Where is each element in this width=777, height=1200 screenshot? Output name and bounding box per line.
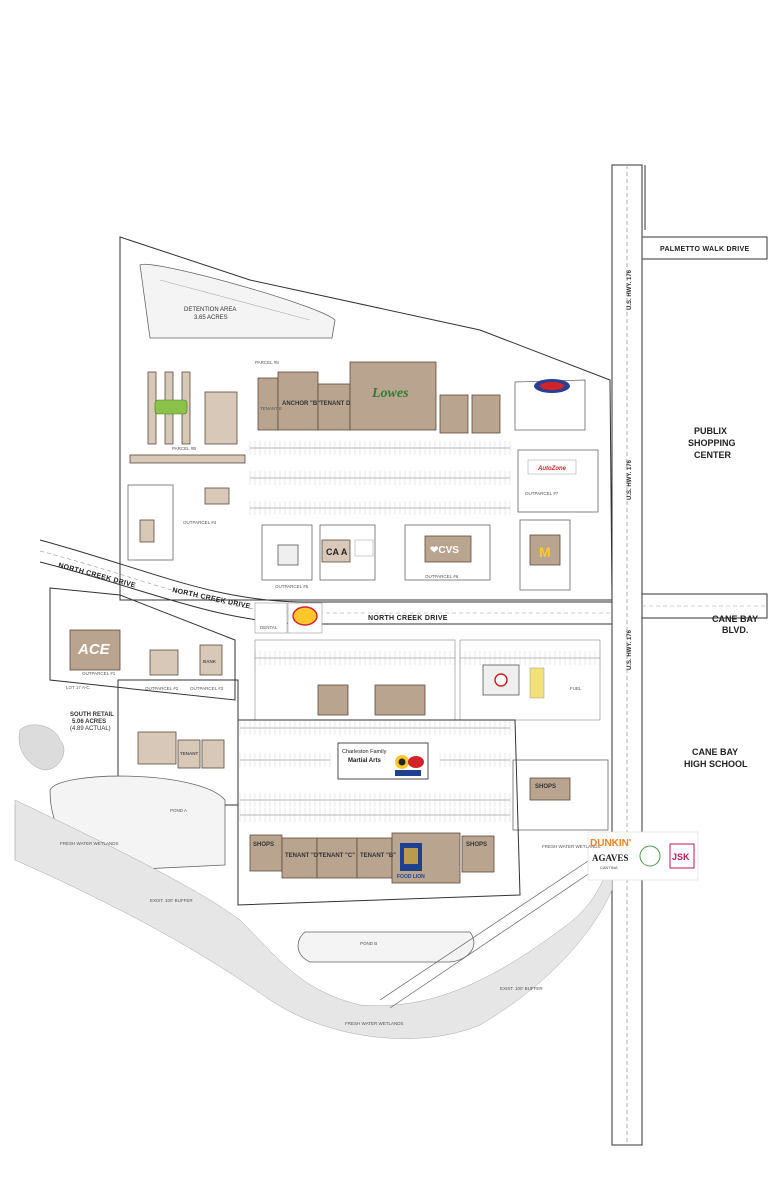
ace-parcel — [49, 587, 236, 701]
cane-bay-blvd-label-2: BLVD. — [722, 625, 748, 635]
main-shopping-strip — [249, 832, 495, 884]
outparcel-4-label: OUTPARCEL #4 — [183, 520, 217, 525]
wetland-blob — [18, 724, 65, 771]
shops-label-3: SHOPS — [535, 784, 556, 790]
ca-a-label: CA A — [326, 547, 348, 557]
cane-bay-hs-label-1: CANE BAY — [692, 747, 738, 757]
shops-label-1: SHOPS — [253, 842, 274, 848]
south-retail-label-3: (4.89 ACTUAL) — [70, 726, 111, 732]
publix-label-3: CENTER — [694, 450, 732, 460]
tenant-b-label: TENANT "B" — [360, 853, 396, 859]
jsk-logo: JSK — [672, 852, 690, 862]
charleston-sign — [337, 742, 429, 780]
palmetto-walk-drive — [641, 236, 768, 260]
publix-label-1: PUBLIX — [694, 426, 727, 436]
anchor-b-building — [257, 371, 351, 431]
tenant-c-label: TENANT "C" — [319, 853, 355, 859]
dental-sign — [254, 602, 323, 634]
charleston-label-1: Charleston Family — [342, 749, 387, 755]
parcel-8-label: PARCEL #8 — [255, 360, 279, 365]
anchor-b-label: ANCHOR "B" — [282, 401, 320, 407]
agaves-logo: AGAVES — [592, 853, 628, 863]
shops-label-2: SHOPS — [466, 842, 487, 848]
outparcel-3-label: OUTPARCEL #3 — [190, 686, 224, 691]
detention-label-1: DETENTION AREA — [184, 307, 236, 313]
hwy-176-label-top: U.S. HWY. 176 — [627, 269, 633, 310]
buffer-lines — [379, 844, 613, 1009]
tenant-d-top-label: TENANT D — [320, 401, 351, 407]
food-lion-label: FOOD LION — [397, 874, 425, 880]
hwy-176-label-mid: U.S. HWY. 176 — [627, 459, 633, 500]
mcdonalds-logo: M — [539, 544, 551, 560]
bank-label: BANK — [203, 659, 217, 664]
cane-bay-hs-label-2: HIGH SCHOOL — [684, 759, 748, 769]
outparcel-6-label: OUTPARCEL #6 — [425, 574, 459, 579]
autozone-logo: AutoZone — [537, 466, 567, 472]
us-hwy-176 — [611, 164, 646, 1146]
north-parking — [239, 441, 601, 822]
tenant-d-label: TENANT "D" — [285, 853, 321, 859]
dunkin-logo: DUNKIN' — [590, 838, 631, 849]
agaves-sub: CANTINA — [600, 865, 618, 870]
north-property-boundary — [119, 236, 613, 601]
south-retail-label-1: SOUTH RETAIL — [70, 712, 114, 718]
cvs-logo: ❤CVS — [430, 545, 459, 556]
outparcel-2-label: OUTPARCEL #2 — [145, 686, 179, 691]
cane-bay-blvd — [641, 593, 768, 619]
lowes-building — [349, 361, 501, 434]
outparcel-row — [261, 519, 571, 591]
lot-17-label: LOT 17 A-C — [66, 685, 90, 690]
hwy-176-label-low: U.S. HWY. 176 — [627, 629, 633, 670]
publix-label-2: SHOPPING — [688, 438, 736, 448]
detention-area — [139, 263, 336, 339]
ace-logo: ACE — [77, 641, 111, 658]
tenant-a-label: TENANT — [180, 751, 198, 756]
tenant-logo-panel — [587, 831, 699, 881]
lowes-logo: Lowes — [371, 386, 409, 401]
south-perimeter — [237, 719, 521, 906]
fresh-water-label-2: FRESH WATER WETLANDS — [542, 844, 601, 849]
parcel-b-label: PARCEL #B — [172, 446, 196, 451]
dental-label: DENTAL — [260, 625, 278, 630]
pond-a-label: POND A — [170, 808, 187, 813]
green-logo-badge — [154, 399, 188, 415]
autozone-outparcel — [517, 449, 599, 513]
pond-b-label: POND B — [360, 941, 377, 946]
pond-b — [297, 931, 475, 963]
detention-label-2: 3.65 ACRES — [194, 315, 228, 321]
fuel-label: FUEL — [570, 686, 582, 691]
outparcel-5-label: OUTPARCEL #5 — [275, 584, 309, 589]
tenant-e-label: TENANT E — [260, 406, 282, 411]
outparcel-top-right — [514, 379, 586, 431]
buffer-label-2: EXIST. 100' BUFFER — [500, 986, 543, 991]
south-retail-label-2: 5.06 ACRES — [72, 719, 106, 725]
middle-row-buildings — [254, 639, 601, 721]
outparcel-small-left — [127, 484, 230, 561]
buffer-label-1: EXIST. 100' BUFFER — [150, 898, 193, 903]
fresh-water-label-1: FRESH WATER WETLANDS — [60, 841, 119, 846]
outparcel-1-label: OUTPARCEL #1 — [82, 671, 116, 676]
north-creek-label-right: NORTH CREEK DRIVE — [368, 615, 448, 622]
outparcel-7-label: OUTPARCEL #7 — [525, 491, 559, 496]
south-retail — [117, 679, 239, 806]
parcel-south-right — [512, 759, 609, 831]
charleston-label-2: Martial Arts — [348, 758, 381, 764]
palmetto-walk-drive-label: PALMETTO WALK DRIVE — [660, 246, 749, 253]
fresh-water-label-3: FRESH WATER WETLANDS — [345, 1021, 404, 1026]
cane-bay-blvd-label-1: CANE BAY — [712, 614, 758, 624]
